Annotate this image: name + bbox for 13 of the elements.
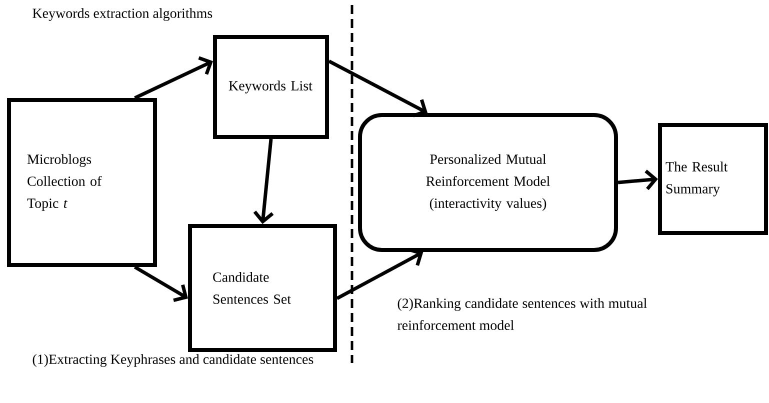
arrow — [328, 60, 428, 118]
arrow — [336, 248, 424, 300]
process-box: Candidate Sentences Set — [188, 224, 337, 352]
process-box: Keywords List — [213, 35, 329, 139]
arrow — [618, 170, 658, 190]
arrow — [134, 265, 188, 302]
process-box: The Result Summary — [658, 122, 768, 235]
note-text: (2)Ranking candidate sentences with mutual reinforcement model — [397, 298, 647, 330]
note-text: Keywords extraction algorithms — [32, 8, 212, 21]
arrow — [253, 138, 274, 224]
arrow — [134, 56, 213, 100]
process-box: Microblogs Collection of Topic t — [7, 98, 157, 267]
rounded-process-box: Personalized Mutual Reinforcement Model (interactivity values) — [358, 113, 618, 252]
